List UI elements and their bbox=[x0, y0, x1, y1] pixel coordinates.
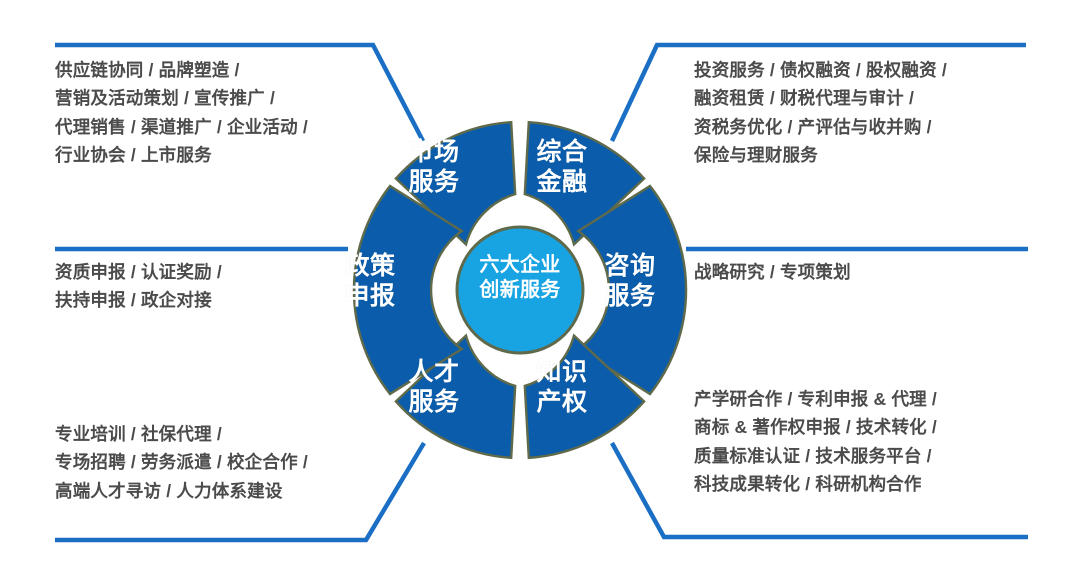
wheel-segment-market[interactable] bbox=[394, 120, 517, 247]
hub-label: 六大企业 创新服务 bbox=[479, 254, 561, 301]
wheel-label-policy-application: 政策 申报 bbox=[344, 252, 396, 310]
wheel-segment-consulting[interactable] bbox=[576, 184, 688, 396]
wheel-label-intellectual-property: 知识 产权 bbox=[536, 358, 588, 416]
wheel-label-integrated-finance: 综合 金融 bbox=[536, 138, 588, 196]
connector-bottom-left bbox=[55, 441, 426, 543]
description-intellectual-property: 产学研合作 / 专利申报 & 代理 / 商标 & 著作权申报 / 技术转化 / … bbox=[694, 389, 937, 495]
description-market-service: 供应链协同 / 品牌塑造 / 营销及活动策划 / 宣传推广 / 代理销售 / 渠… bbox=[55, 60, 308, 166]
wheel-segment-policy[interactable] bbox=[352, 184, 464, 396]
wheel-segment-talent[interactable] bbox=[394, 333, 517, 460]
wheel-label-consulting-service: 咨询 服务 bbox=[604, 252, 656, 310]
wheel-label-market-service: 市场 服务 bbox=[408, 138, 460, 196]
wheel-label-talent-service: 人才 服务 bbox=[408, 358, 460, 416]
wheel-segment-ip[interactable] bbox=[523, 333, 646, 460]
description-consulting-service: 战略研究 / 专项策划 bbox=[694, 262, 851, 282]
connector-bottom-right bbox=[610, 441, 1028, 540]
service-wheel bbox=[352, 120, 688, 460]
description-integrated-finance: 投资服务 / 债权融资 / 股权融资 / 融资租赁 / 财税代理与审计 / 资税… bbox=[694, 60, 947, 166]
description-policy-application: 资质申报 / 认证奖励 / 扶持申报 / 政企对接 bbox=[55, 262, 222, 311]
connector-top-right bbox=[609, 42, 1026, 142]
wheel-segment-finance[interactable] bbox=[523, 120, 646, 247]
wheel-hub[interactable] bbox=[455, 225, 585, 355]
description-talent-service: 专业培训 / 社保代理 / 专场招聘 / 劳务派遣 / 校企合作 / 高端人才寻… bbox=[55, 424, 308, 501]
connector-top-left bbox=[55, 42, 425, 143]
